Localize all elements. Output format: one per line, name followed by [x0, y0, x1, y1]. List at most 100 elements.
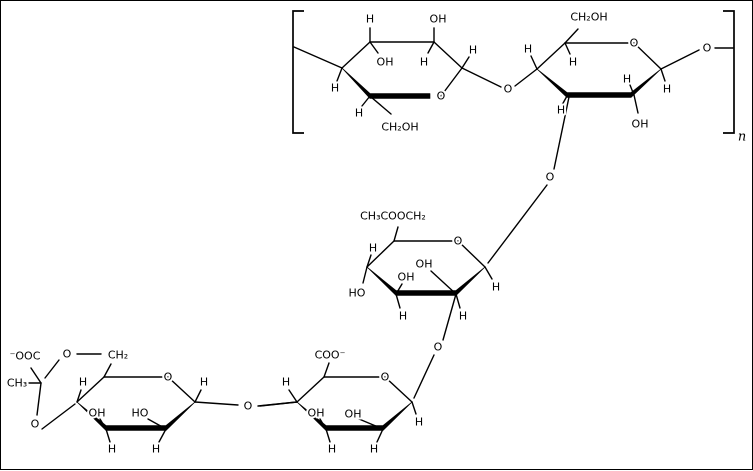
atom-label: O [546, 171, 555, 184]
bond [44, 359, 60, 379]
bonds [28, 27, 734, 443]
atom-label: OH [430, 13, 447, 26]
bond [376, 428, 384, 443]
atom-label: CH₂OH [570, 11, 607, 24]
bond [395, 283, 403, 295]
atom-label: H [152, 443, 160, 456]
bond [433, 41, 463, 69]
atom-label: HO [349, 287, 366, 300]
atom-label: H [415, 416, 423, 429]
atom-label: O [381, 371, 390, 384]
bond [487, 184, 548, 264]
bond [384, 376, 413, 403]
bond [362, 266, 368, 284]
bond [484, 266, 493, 280]
bond [341, 41, 371, 69]
atom-label: H [366, 13, 374, 26]
atom-label: H [459, 310, 467, 323]
bond [319, 418, 327, 430]
atom-label: OH [89, 407, 106, 420]
bond [660, 68, 666, 82]
bond [427, 41, 435, 54]
bond [442, 293, 457, 341]
bond [457, 240, 486, 268]
atom-label: H [79, 376, 87, 389]
atom-label: H [328, 443, 336, 456]
right-bracket [723, 10, 735, 134]
bond [461, 56, 470, 69]
atom-label: H [469, 44, 477, 57]
atom-label: OH [632, 118, 649, 131]
bond [99, 418, 107, 430]
atom-label: H [331, 82, 339, 95]
atom-label: O [504, 83, 513, 96]
bond [76, 376, 105, 403]
bond [105, 428, 111, 443]
left-bracket [292, 10, 304, 134]
atom-label: O [164, 371, 173, 384]
atom-label: OH [416, 258, 433, 271]
atom-label: OH [398, 271, 415, 284]
atom-label: H [200, 376, 208, 389]
bond [361, 95, 371, 107]
bond [553, 96, 570, 170]
bond [288, 389, 298, 403]
atom-label: ⁻OOC [10, 350, 41, 363]
atom-label: O [703, 42, 712, 55]
bond [194, 389, 202, 403]
atom-label: O [31, 418, 40, 431]
bond [430, 270, 457, 295]
ring1-front-bold-edge [341, 67, 431, 99]
atom-label: H [557, 104, 565, 117]
bond [413, 354, 435, 399]
ring2-front-bold-edge [536, 68, 662, 98]
ring3-front-bold-edge [366, 266, 486, 296]
bond [514, 68, 538, 87]
atom-label: H [355, 107, 363, 120]
bond [366, 240, 395, 268]
atom-label: H [569, 56, 577, 69]
bond [564, 28, 579, 44]
bond [629, 84, 635, 96]
bond [660, 49, 700, 70]
bond [461, 67, 502, 88]
bond [167, 376, 196, 403]
bond [455, 293, 461, 309]
atom-label: CH₃COOCH₂ [360, 210, 426, 223]
bond [257, 401, 298, 407]
bond [147, 418, 167, 430]
atom-label: COO⁻ [315, 349, 346, 362]
bond [633, 94, 639, 114]
atom-label: CH₃ [7, 377, 27, 390]
atom-label: HO [132, 407, 149, 420]
atom-label: H [492, 281, 500, 294]
atom-label: OH [377, 56, 394, 69]
bond [411, 401, 417, 415]
atom-label: OH [345, 408, 362, 421]
bond [561, 95, 568, 106]
atom-label: H [369, 242, 377, 255]
atom-label: O [454, 235, 463, 248]
atom-label: H [282, 376, 290, 389]
bond [30, 367, 42, 384]
bond [323, 362, 330, 378]
atom-label: H [108, 443, 116, 456]
bond [194, 401, 239, 406]
bond [296, 376, 325, 403]
repeat-count-label: n [738, 130, 746, 145]
atom-label: H [663, 83, 671, 96]
atom-label: O [434, 341, 443, 354]
atom-label: O [244, 400, 253, 413]
bond [76, 389, 82, 403]
bond [36, 382, 42, 416]
bond [564, 42, 571, 55]
bond [41, 403, 76, 430]
bond [336, 67, 343, 82]
bond [633, 42, 662, 70]
bond [370, 96, 392, 115]
atom-label: CH₂ [108, 349, 128, 362]
bond [325, 428, 331, 443]
